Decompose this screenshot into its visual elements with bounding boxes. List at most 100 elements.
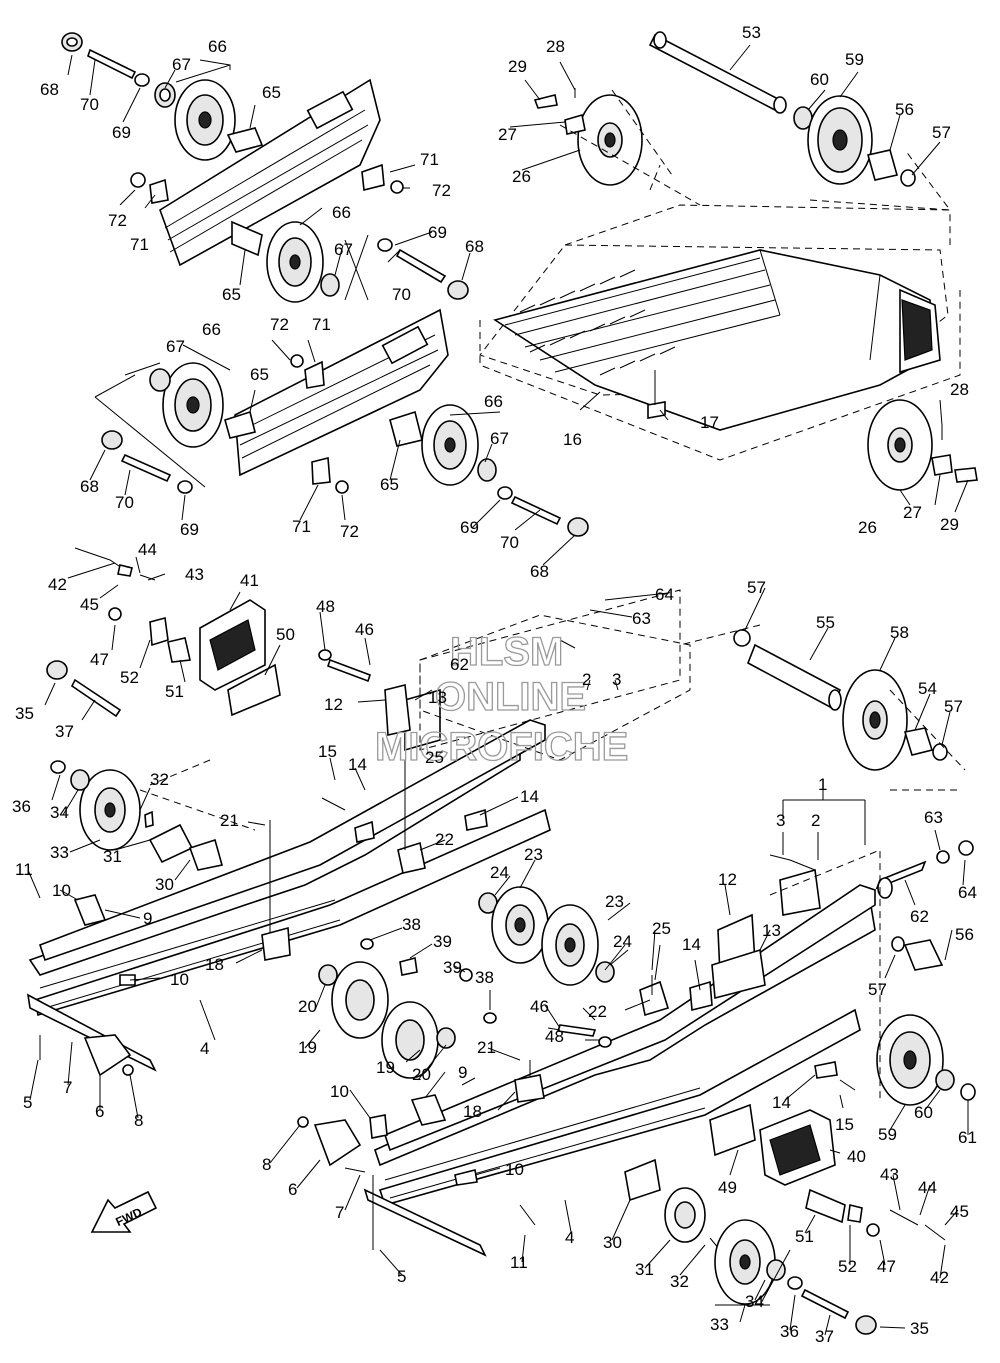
callout: 12	[324, 695, 343, 714]
callout: 33	[710, 1315, 729, 1334]
right-slide-rail	[297, 789, 976, 1335]
callout: 54	[918, 679, 937, 698]
callout: 4	[565, 1228, 574, 1247]
callout: 70	[115, 493, 134, 512]
callout: 3	[776, 811, 785, 830]
callout: 26	[858, 518, 877, 537]
leader-lines	[27, 44, 969, 1336]
callout: 10	[170, 970, 189, 989]
callout: 59	[845, 50, 864, 69]
callout: 30	[155, 875, 174, 894]
mid-idler-assembly	[679, 624, 966, 771]
callout: 63	[632, 609, 651, 628]
callout: 57	[944, 697, 963, 716]
callout: 47	[877, 1257, 896, 1276]
callout: 6	[95, 1102, 104, 1121]
callout: 28	[546, 37, 565, 56]
callout: 53	[742, 23, 761, 42]
callout: 65	[262, 83, 281, 102]
callout: 71	[312, 315, 331, 334]
forward-direction-arrow: FWD	[90, 1190, 158, 1233]
callout: 60	[914, 1103, 933, 1122]
callout: 66	[484, 392, 503, 411]
callout: 29	[508, 57, 527, 76]
callout: 57	[932, 123, 951, 142]
callout: 34	[745, 1292, 764, 1311]
callout: 70	[500, 533, 519, 552]
callout: 36	[12, 797, 31, 816]
callout: 15	[318, 742, 337, 761]
callout: 35	[15, 704, 34, 723]
callout: 14	[348, 755, 367, 774]
callout: 12	[718, 870, 737, 889]
callout: 68	[530, 562, 549, 581]
callout: 1	[818, 775, 827, 794]
callout: 31	[103, 847, 122, 866]
callout: 38	[402, 915, 421, 934]
callout: 62	[450, 655, 469, 674]
callout: 40	[847, 1147, 866, 1166]
callout-labels: 66 67 68 70 69 65 71 72 72 71 66 67 69 6…	[12, 23, 977, 1346]
callout: 55	[816, 613, 835, 632]
assembly-outline-boxes	[139, 614, 691, 831]
callout: 10	[330, 1082, 349, 1101]
callout: 27	[498, 125, 517, 144]
callout: 25	[652, 919, 671, 938]
callout: 20	[298, 997, 317, 1016]
upper-wheel-arm-assembly-1	[61, 32, 469, 303]
callout: 13	[428, 688, 447, 707]
watermark: HLSM ONLINE MICROFICHE	[374, 629, 629, 769]
callout: 24	[613, 932, 632, 951]
callout: 7	[335, 1203, 344, 1222]
callout: 35	[910, 1319, 929, 1338]
callout: 22	[435, 830, 454, 849]
callout: 19	[298, 1038, 317, 1057]
callout: 65	[222, 285, 241, 304]
callout: 69	[180, 520, 199, 539]
callout: 28	[950, 380, 969, 399]
callout: 30	[603, 1233, 622, 1252]
callout: 7	[63, 1078, 72, 1097]
callout: 22	[588, 1002, 607, 1021]
upper-wheel-arm-assembly-2	[94, 308, 589, 537]
callout: 68	[465, 237, 484, 256]
callout: 5	[23, 1093, 32, 1112]
callout: 66	[202, 320, 221, 339]
callout: 21	[477, 1038, 496, 1057]
callout: 8	[262, 1155, 271, 1174]
callout: 46	[355, 620, 374, 639]
callout: 27	[903, 503, 922, 522]
callout: 50	[276, 625, 295, 644]
callout: 10	[52, 881, 71, 900]
callout: 14	[520, 787, 539, 806]
callout: 61	[958, 1128, 977, 1147]
callout: 23	[605, 892, 624, 911]
callout: 56	[895, 100, 914, 119]
callout: 14	[772, 1093, 791, 1112]
callout: 68	[80, 477, 99, 496]
callout: 2	[811, 811, 820, 830]
callout: 56	[955, 925, 974, 944]
callout: 72	[270, 315, 289, 334]
callout: 29	[940, 515, 959, 534]
left-slide-rail	[26, 589, 681, 1079]
callout: 21	[220, 811, 239, 830]
callout: 45	[950, 1202, 969, 1221]
callout: 46	[530, 997, 549, 1016]
callout: 39	[443, 958, 462, 977]
callout: 65	[380, 475, 399, 494]
callout: 42	[930, 1268, 949, 1287]
callout: 42	[48, 575, 67, 594]
callout: 58	[890, 623, 909, 642]
callout: 69	[112, 123, 131, 142]
callout: 4	[200, 1039, 209, 1058]
callout: 72	[340, 522, 359, 541]
callout: 6	[288, 1180, 297, 1199]
callout: 36	[780, 1322, 799, 1341]
callout: 11	[15, 860, 33, 879]
callout: 66	[208, 37, 227, 56]
callout: 48	[316, 597, 335, 616]
callout: 5	[397, 1267, 406, 1286]
callout: 23	[524, 845, 543, 864]
